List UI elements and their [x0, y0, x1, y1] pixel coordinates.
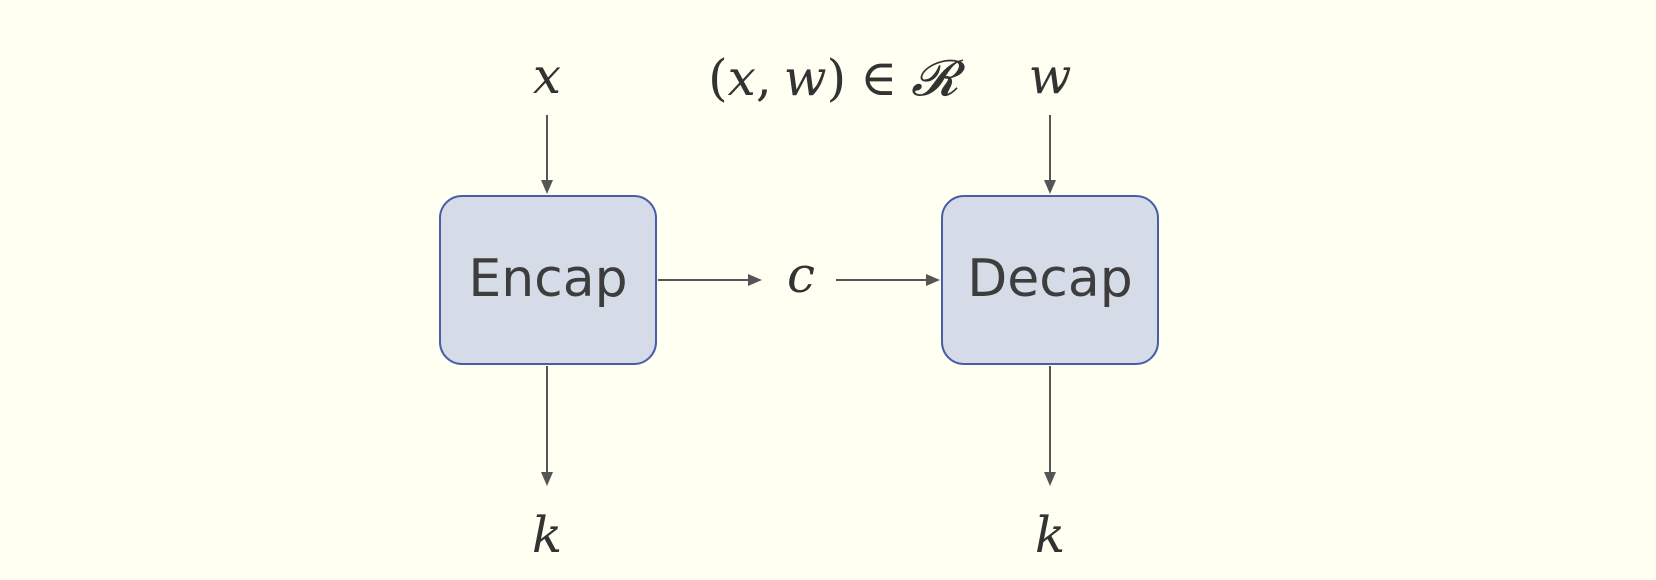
output-k-right-label: k	[1035, 506, 1065, 564]
arrow-encap-to-k-head	[541, 472, 553, 486]
decap-box-rect	[941, 195, 1159, 365]
arrow-w-to-decap-head	[1044, 180, 1056, 194]
arrow-x-to-encap-head	[541, 180, 553, 194]
arrow-decap-to-k-head	[1044, 472, 1056, 486]
encap-label: Encap	[468, 249, 627, 309]
relation-var-x: x	[728, 49, 756, 107]
relation-set: 𝓡	[911, 49, 966, 107]
input-x-label: x	[533, 47, 561, 105]
input-w-label: w	[1029, 47, 1072, 105]
relation-comma: ,	[756, 49, 772, 107]
relation-element-of: ∈	[860, 49, 897, 107]
relation-var-w: w	[784, 49, 827, 107]
arrow-encap-to-c-head	[748, 274, 762, 286]
relation-open-paren: (	[708, 49, 728, 107]
output-k-left-label: k	[532, 506, 562, 564]
ciphertext-label: c	[787, 246, 815, 304]
relation-close-paren: )	[827, 49, 847, 107]
encap-box-rect	[439, 195, 657, 365]
decap-label: Decap	[967, 249, 1133, 309]
relation-label: (x,w)∈𝓡	[708, 49, 966, 107]
encap-box: Encap	[439, 195, 657, 365]
arrow-c-to-decap-head	[926, 274, 940, 286]
decap-box: Decap	[941, 195, 1159, 365]
